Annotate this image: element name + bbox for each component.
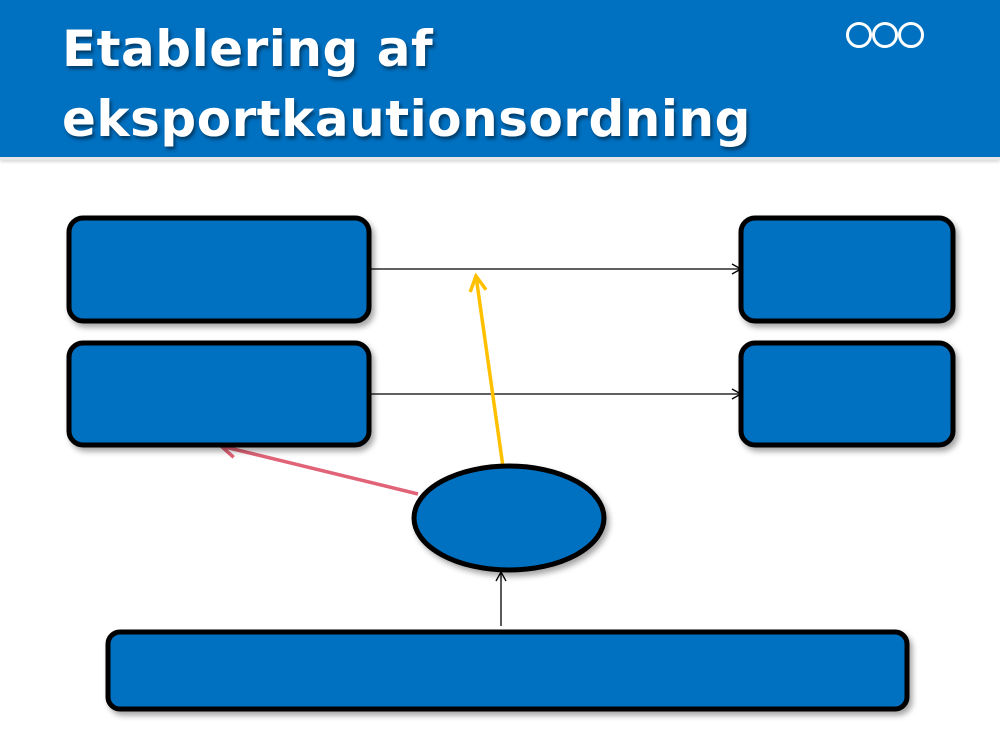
ring-icon bbox=[846, 22, 872, 48]
box-mid-right bbox=[738, 340, 956, 448]
slide-title: Etablering af eksportkautionsordning bbox=[62, 20, 751, 148]
bottom-bar bbox=[105, 629, 910, 712]
center-ellipse bbox=[411, 463, 607, 573]
box-top-right bbox=[738, 215, 956, 324]
slide-header: Etablering af eksportkautionsordning bbox=[0, 0, 1000, 160]
decorative-rings bbox=[846, 22, 924, 48]
edge-ellipse-to-top-yellow bbox=[476, 276, 505, 468]
ring-icon bbox=[898, 22, 924, 48]
box-mid-left bbox=[66, 340, 372, 448]
ring-icon bbox=[872, 22, 898, 48]
edge-ellipse-to-mid-left-red bbox=[221, 446, 419, 496]
box-top-left bbox=[66, 215, 372, 324]
